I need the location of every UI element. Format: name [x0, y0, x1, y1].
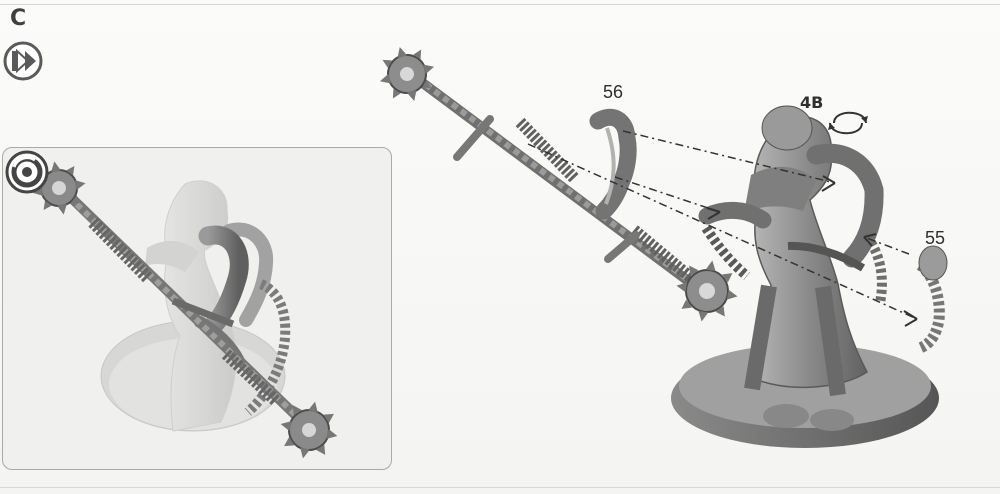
rotate-arrows-icon: [824, 108, 872, 138]
reference-illustration: [3, 148, 391, 469]
view-rotate-icon: [3, 148, 51, 196]
bottom-divider: [0, 487, 1000, 488]
part-number-56: 56: [603, 82, 623, 103]
reference-panel: [2, 147, 392, 470]
part-number-4b: 4B: [800, 93, 823, 112]
skip-forward-icon: [2, 40, 44, 82]
step-letter: C: [10, 6, 26, 31]
part-number-55: 55: [925, 228, 945, 249]
top-divider: [0, 4, 1000, 5]
assembly-illustration: [360, 40, 1000, 460]
